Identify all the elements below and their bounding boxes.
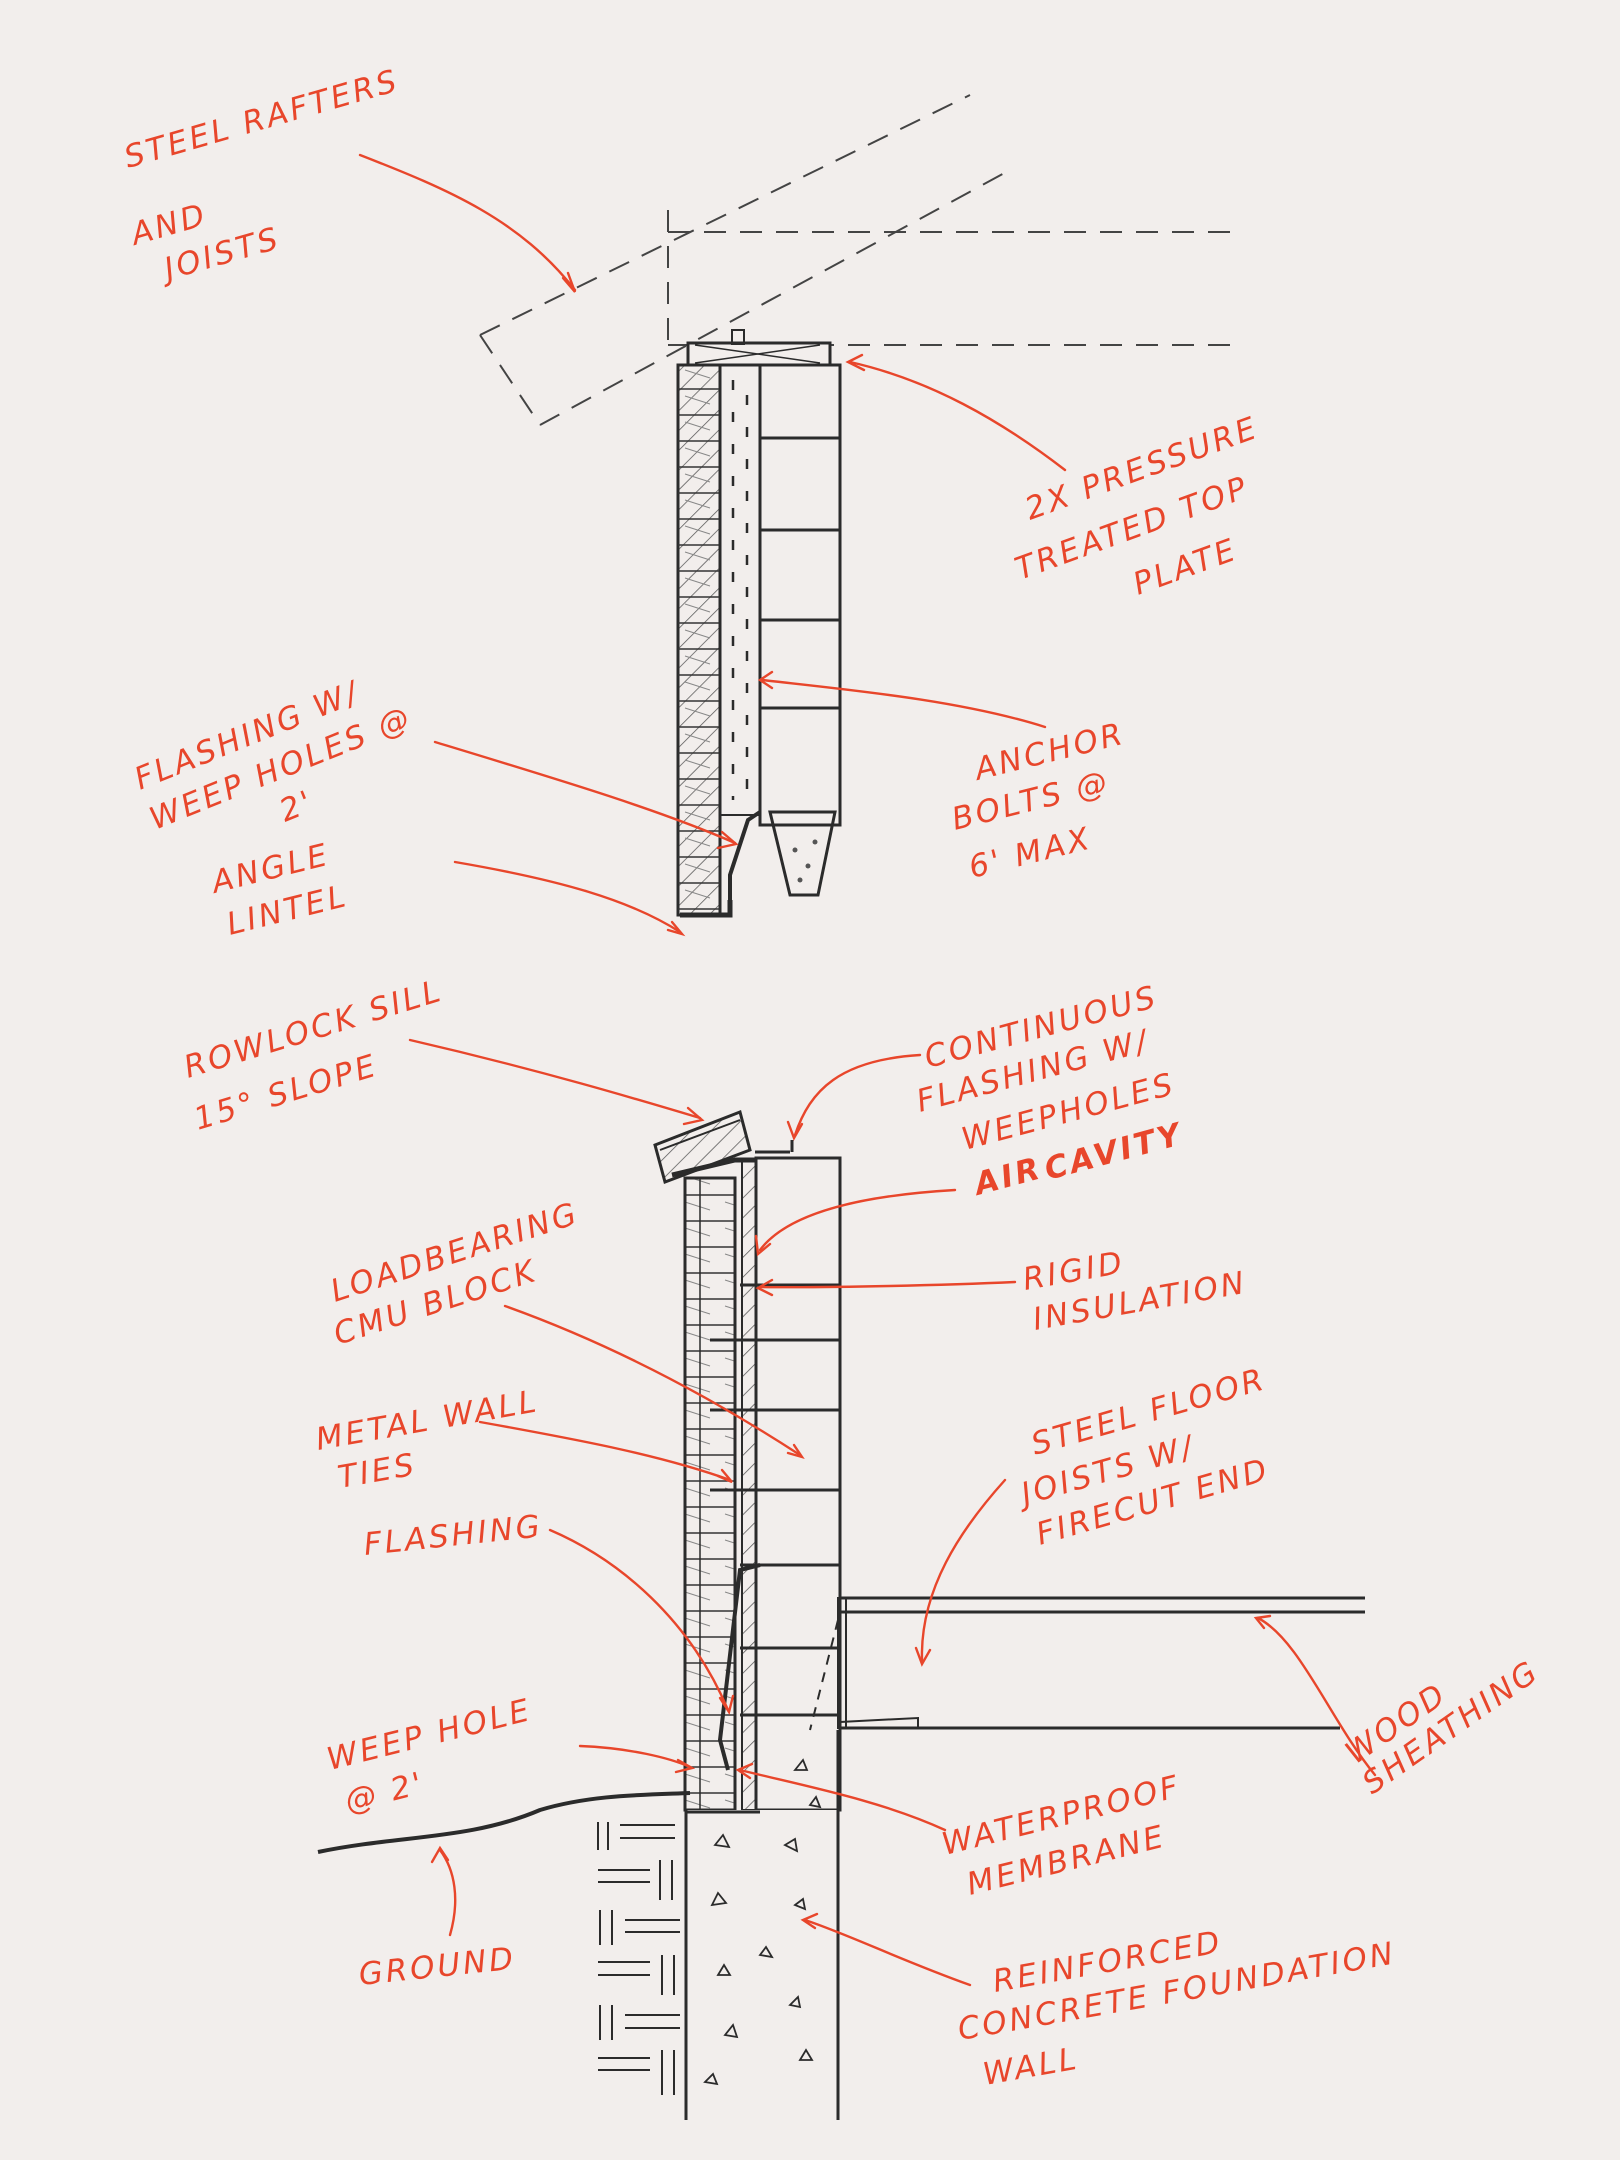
annotation-rowlock-sill: ROWLOCK SILL 15° SLOPE bbox=[180, 973, 447, 1138]
annotation-waterproof-membrane: WATERPROOF MEMBRANE bbox=[938, 1769, 1184, 1903]
label-steel-rafters-1: STEEL RAFTERS bbox=[120, 63, 403, 176]
annotation-loadbearing-cmu: LOADBEARING CMU BLOCK bbox=[326, 1195, 583, 1352]
label-air-cavity-1: AIR bbox=[968, 1150, 1046, 1203]
annotation-steel-floor-joists: STEEL FLOOR JOISTS W/ FIRECUT END bbox=[1012, 1361, 1274, 1552]
annotation-ground: GROUND bbox=[357, 1941, 518, 1993]
ground-line bbox=[317, 1791, 691, 1854]
concrete-aggregate bbox=[703, 1758, 822, 2086]
angle-lintel bbox=[680, 900, 733, 918]
lower-flashing bbox=[717, 1563, 761, 1771]
label-weep-hole-1: WEEP HOLE bbox=[323, 1692, 535, 1778]
upper-wall-section bbox=[479, 94, 1240, 918]
lower-wall-section bbox=[317, 1109, 1365, 2120]
annotation-anchor-bolts: ANCHOR BOLTS @ 6' MAX bbox=[948, 716, 1128, 886]
annotation-wood-sheathing: WOOD SHEATHING bbox=[1339, 1653, 1546, 1801]
rowlock-sill bbox=[653, 1109, 752, 1184]
upper-flashing bbox=[728, 810, 762, 915]
annotation-angle-lintel: ANGLE LINTEL bbox=[206, 837, 351, 943]
label-flashing-weep-3: 2' bbox=[275, 783, 320, 829]
lower-brick-veneer bbox=[683, 1176, 737, 1812]
steel-floor-joists bbox=[837, 1596, 1365, 1730]
annotation-flashing: FLASHING bbox=[362, 1508, 544, 1563]
label-flashing: FLASHING bbox=[362, 1508, 544, 1563]
annotation-top-plate: 2X PRESSURE TREATED TOP PLATE bbox=[1010, 410, 1263, 603]
label-metal-wall-ties-2: TIES bbox=[335, 1447, 419, 1496]
annotation-flashing-weep: FLASHING W/ WEEP HOLES @ 2' bbox=[130, 674, 418, 837]
annotation-metal-wall-ties: METAL WALL TIES bbox=[313, 1383, 541, 1496]
annotation-steel-rafters: STEEL RAFTERS AND JOISTS bbox=[120, 63, 403, 290]
annotation-reinforced-foundation: REINFORCED CONCRETE FOUNDATION WALL bbox=[955, 1924, 1399, 2093]
upper-cmu-block bbox=[758, 363, 842, 827]
leader-lines bbox=[358, 153, 1377, 1987]
steel-rafters-dashed bbox=[479, 94, 1240, 426]
rigid-insulation-layer bbox=[741, 1159, 757, 1811]
lower-cmu-block bbox=[754, 1156, 842, 1812]
lintel-block bbox=[768, 810, 837, 897]
label-reinforced-foundation-3: WALL bbox=[980, 2041, 1082, 2093]
label-metal-wall-ties-1: METAL WALL bbox=[313, 1383, 541, 1458]
label-ground: GROUND bbox=[357, 1941, 518, 1993]
soil-hatching bbox=[597, 1822, 680, 2095]
annotation-weep-hole: WEEP HOLE @ 2' bbox=[323, 1692, 535, 1820]
concrete-foundation bbox=[686, 1810, 838, 2110]
annotation-rigid-insulation: RIGID INSULATION bbox=[1020, 1245, 1250, 1338]
label-weep-hole-2: @ 2' bbox=[341, 1765, 428, 1820]
